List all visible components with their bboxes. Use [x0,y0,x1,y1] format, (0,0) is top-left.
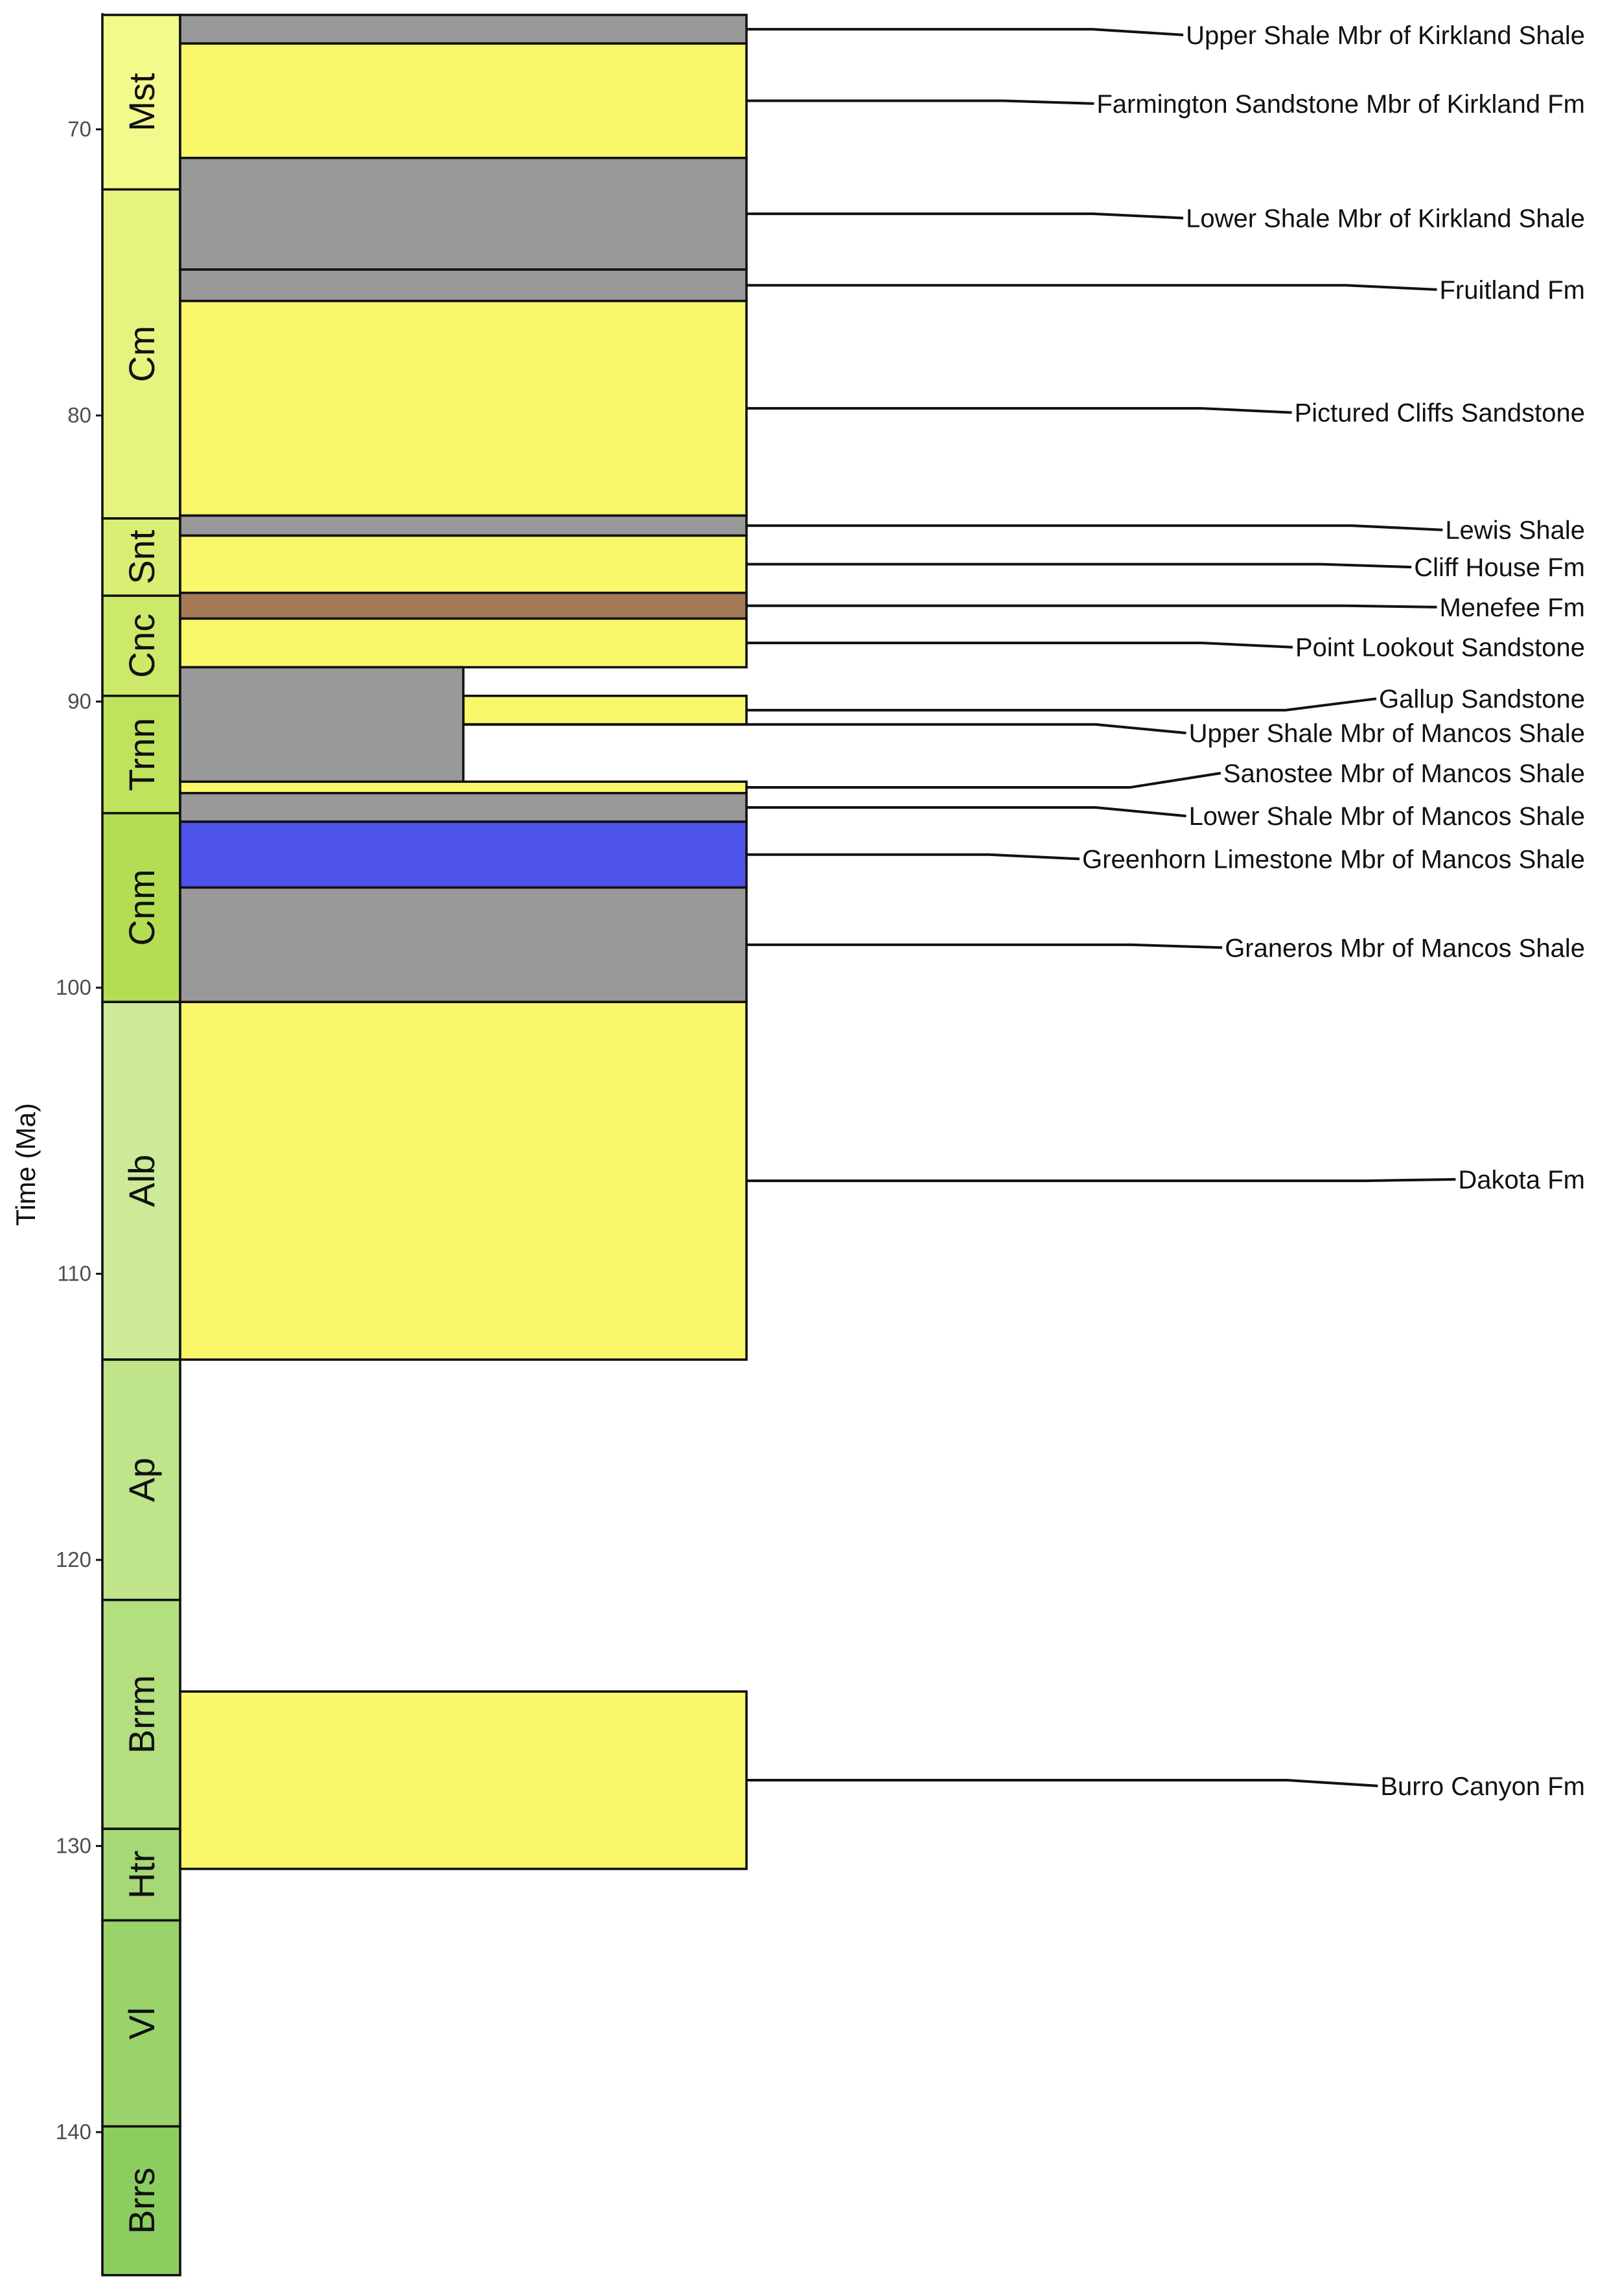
unit-label: Lower Shale Mbr of Mancos Shale [1189,802,1585,831]
stage-box-cm [101,188,181,520]
leader-line [746,284,1437,291]
unit-box [179,820,748,889]
y-tick-label: 140 [56,2120,91,2144]
unit-label: Dakota Fm [1458,1166,1585,1194]
unit-label: Lower Shale Mbr of Kirkland Shale [1186,204,1585,233]
unit-label: Lewis Shale [1445,516,1585,545]
unit-label: Greenhorn Limestone Mbr of Mancos Shale [1082,845,1585,874]
stage-label: Cnc [121,614,162,678]
stage-label: Htr [121,1850,162,1899]
leader-line [746,28,1184,36]
y-tick-label: 110 [57,1262,91,1286]
unit-box [179,534,748,594]
y-tick-label: 80 [67,403,91,427]
unit-box [179,666,465,783]
unit-box [179,886,748,1003]
unit-box [179,617,748,669]
unit-label: Upper Shale Mbr of Mancos Shale [1189,719,1585,748]
unit-box [179,299,748,517]
unit-label: Point Lookout Sandstone [1295,634,1585,662]
leader-line [746,642,1293,649]
leader-line [746,524,1443,531]
leader-line [746,604,1437,609]
unit-label: Menefee Fm [1439,594,1585,622]
unit-box [179,792,748,823]
unit-box [179,592,748,620]
y-axis-title: Time (Ma) [10,1103,41,1226]
unit-box [179,156,748,271]
stage-label: Cnm [121,869,162,945]
unit-box [462,694,748,726]
leader-line [746,1177,1456,1183]
unit-box [179,1690,748,1870]
stage-label: Snt [121,529,162,584]
stage-label: Brrm [121,1675,162,1754]
leader-line [746,212,1184,220]
stage-box-mst [101,14,181,191]
unit-label: Sanostee Mbr of Mancos Shale [1223,760,1585,788]
unit-label: Fruitland Fm [1440,276,1586,305]
unit-leader-lines: Upper Shale Mbr of Kirkland ShaleFarming… [463,21,1585,1801]
leader-line [746,99,1094,105]
y-tick-label: 100 [56,975,91,999]
leader-line [746,771,1221,789]
unit-box [179,1001,748,1361]
stage-label: Mst [121,73,162,132]
unit-label: Gallup Sandstone [1379,685,1585,713]
unit-label: Upper Shale Mbr of Kirkland Shale [1186,21,1585,50]
lithology-column [179,14,748,1870]
unit-label: Farmington Sandstone Mbr of Kirkland Fm [1096,90,1585,119]
stage-label: Cm [121,326,162,382]
unit-box [179,514,748,537]
y-tick-label: 70 [67,117,91,141]
stage-label: Alb [121,1155,162,1207]
unit-box [179,14,748,45]
leader-line [746,562,1412,569]
y-axis: 70 80 90 100 110 120 130 140 [56,13,104,2276]
stage-label: Ap [121,1457,162,1502]
leader-line [746,943,1223,949]
y-tick-label: 120 [56,1548,91,1571]
leader-line [746,697,1377,712]
leader-line [463,723,1186,735]
stage-box-brrs [101,2125,181,2277]
unit-label: Cliff House Fm [1414,553,1585,582]
unit-box [179,780,748,794]
unit-label: Burro Canyon Fm [1380,1772,1585,1801]
leader-line [746,806,1186,818]
unit-box [179,42,748,159]
stage-label: Brrs [121,2168,162,2234]
leader-line [746,853,1080,861]
y-tick-label: 130 [56,1834,91,1858]
unit-box [179,268,748,303]
unit-label: Pictured Cliffs Sandstone [1295,399,1585,428]
unit-label: Graneros Mbr of Mancos Shale [1225,934,1585,962]
y-tick-label: 90 [67,690,91,713]
stage-label: Trnn [121,718,162,791]
stage-label: Vl [121,2007,162,2039]
leader-line [746,407,1292,414]
leader-line [746,1779,1378,1787]
stage-box-vl [101,1919,181,2128]
